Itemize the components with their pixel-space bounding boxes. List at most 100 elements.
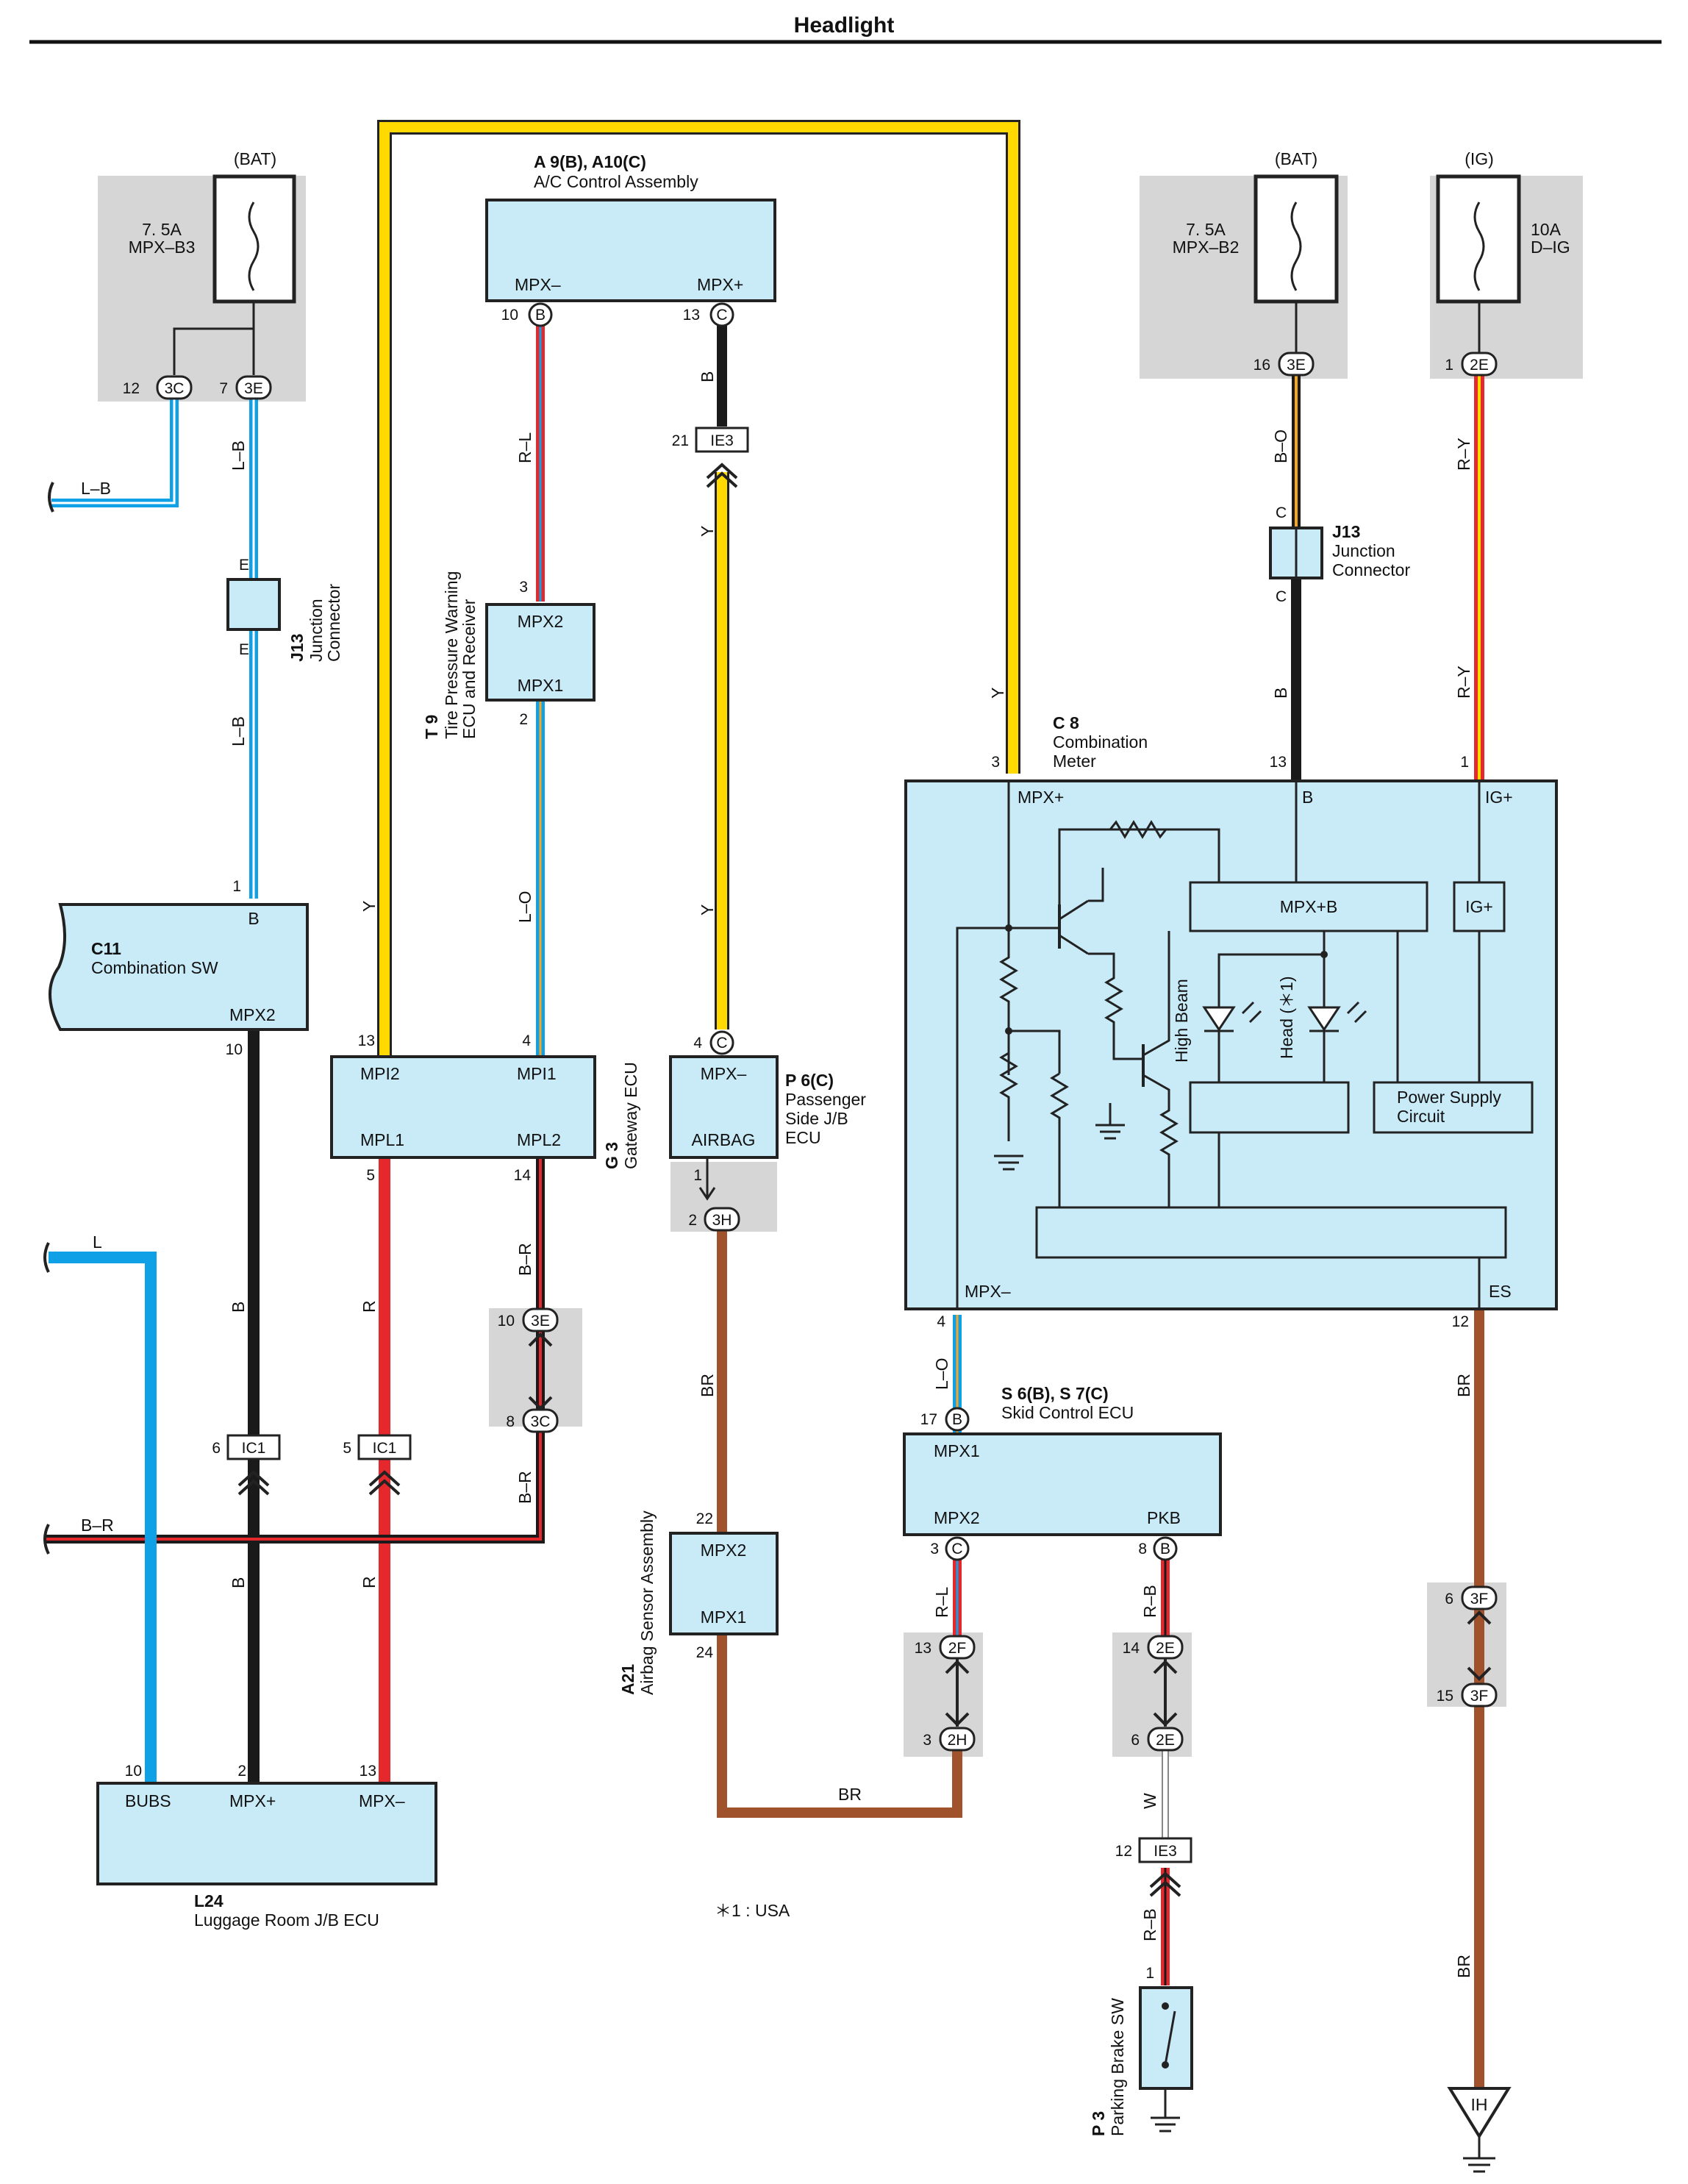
p6-name3: ECU bbox=[785, 1128, 821, 1147]
pin-6-ic1: 6 bbox=[212, 1440, 221, 1457]
c8-resistor-right bbox=[1159, 1103, 1179, 1207]
conn-3h bbox=[704, 1207, 740, 1232]
harness-mark-br bbox=[43, 1524, 50, 1555]
bat1-supply: (BAT) bbox=[234, 149, 276, 168]
fuse-bat1 bbox=[212, 174, 296, 304]
wire-label-b-j13: B bbox=[1271, 688, 1290, 699]
g3-pin-mpi2: MPI2 bbox=[360, 1064, 400, 1083]
pin-1-ig: 1 bbox=[1445, 357, 1453, 374]
pin-2-3h: 2 bbox=[688, 1212, 697, 1229]
bat1-name: MPX–B3 bbox=[129, 238, 196, 257]
wire-label-lo-tpw: L–O bbox=[515, 891, 534, 923]
pin-1-p3: 1 bbox=[1145, 1965, 1154, 1982]
j13-left-box bbox=[226, 578, 281, 631]
c8-bus-block bbox=[1035, 1206, 1507, 1259]
c8-psc-label2: Circuit bbox=[1397, 1107, 1445, 1126]
bat2-name: MPX–B2 bbox=[1173, 238, 1240, 257]
conn-2h-arrow bbox=[945, 1712, 970, 1727]
j13-left-pin-e-top: E bbox=[239, 557, 249, 574]
c11-name: Combination SW bbox=[91, 958, 218, 977]
wire-label-rl-ac: R–L bbox=[515, 432, 534, 463]
pin-10-3e: 10 bbox=[498, 1313, 515, 1330]
c8-mpx-minus-line bbox=[956, 927, 1009, 1309]
c11-box bbox=[49, 903, 309, 1031]
pin-10-ac: 10 bbox=[501, 307, 518, 324]
j13-left-name1: Junction bbox=[307, 599, 326, 662]
a21-box bbox=[669, 1532, 779, 1635]
p6-drop-arrow bbox=[698, 1187, 716, 1201]
conn-3f-upper-arrow bbox=[1467, 1610, 1492, 1625]
p6-pin-c-circle bbox=[709, 1030, 734, 1055]
j13-right-pin-c-top: C bbox=[1276, 504, 1287, 521]
pin-12-ie3: 12 bbox=[1115, 1843, 1132, 1860]
pin-1-c8: 1 bbox=[1460, 754, 1469, 771]
pin-3-tpw: 3 bbox=[519, 579, 528, 596]
pin-6-2e: 6 bbox=[1131, 1732, 1140, 1749]
fuse-bat1-split bbox=[173, 301, 255, 375]
ac-code: A 9(B), A10(C) bbox=[534, 152, 646, 171]
tpw-name2: ECU and Receiver bbox=[459, 599, 479, 739]
wire-label-brn-2: BR bbox=[838, 1785, 862, 1804]
c8-head-ray2 bbox=[1353, 1010, 1367, 1024]
conn-2h bbox=[939, 1727, 976, 1752]
pin-13-g3: 13 bbox=[358, 1032, 375, 1049]
tpw-pin-mpx2: MPX2 bbox=[518, 612, 564, 631]
pin-10-l24: 10 bbox=[125, 1763, 142, 1780]
j13-left-name2: Connector bbox=[324, 584, 343, 662]
pin-4-g3: 4 bbox=[522, 1032, 531, 1049]
conn-3e-top-label: 3E bbox=[244, 380, 263, 397]
ground-ih-triangle bbox=[1447, 2087, 1512, 2139]
c8-high-beam-label: High Beam bbox=[1172, 979, 1191, 1063]
s6-pin-c-letter: C bbox=[951, 1541, 962, 1557]
conn-3e-br-label: 3E bbox=[531, 1313, 550, 1330]
pin-17: 17 bbox=[920, 1411, 937, 1428]
c8-power-supply-block bbox=[1373, 1081, 1534, 1134]
conn-3h-label: 3H bbox=[712, 1212, 732, 1229]
ie3-b-arrow1 bbox=[1149, 1871, 1181, 1888]
wire-label-lb-1: L–B bbox=[229, 440, 248, 471]
conn-3f-upper bbox=[1461, 1585, 1498, 1610]
conn-2e-upper-label: 2E bbox=[1156, 1640, 1175, 1657]
wire-label-ry-2: R–Y bbox=[1454, 665, 1473, 699]
g3-pin-mpl2: MPL2 bbox=[517, 1130, 561, 1149]
ac-pin-b-circle bbox=[528, 302, 553, 327]
p6-pin-mpx-minus: MPX– bbox=[701, 1064, 747, 1083]
wire-label-y-1: Y bbox=[698, 526, 717, 537]
c8-mpxb-label: MPX+B bbox=[1280, 897, 1338, 916]
wire-br-stripe bbox=[44, 1157, 542, 1541]
pin-5-ic1: 5 bbox=[343, 1440, 351, 1457]
wire-label-brn-1: BR bbox=[698, 1374, 717, 1397]
c8-head-led-icon bbox=[1307, 1006, 1341, 1032]
s6-box bbox=[903, 1432, 1222, 1536]
pin-16: 16 bbox=[1254, 357, 1270, 374]
wire-label-lo-c8: L–O bbox=[932, 1358, 951, 1390]
p6-pin-c-letter: C bbox=[716, 1035, 727, 1052]
p6-code: P 6(C) bbox=[785, 1071, 834, 1090]
wire-label-rl-s6: R–L bbox=[932, 1587, 951, 1618]
c8-resistor-left-link bbox=[1009, 1029, 1061, 1074]
j13-right-name2: Connector bbox=[1332, 560, 1410, 579]
g3-pin-mpl1: MPL1 bbox=[360, 1130, 404, 1149]
conn-2e-lower-label: 2E bbox=[1156, 1732, 1175, 1749]
wire-label-brn-3: BR bbox=[1454, 1374, 1473, 1397]
s6-pin-b-letter: B bbox=[952, 1411, 962, 1428]
wire-y-main bbox=[379, 122, 1018, 1057]
ic1-b-arrow1 bbox=[368, 1470, 401, 1487]
wire-label-b-ac: B bbox=[698, 371, 717, 382]
conn-3e-bat2 bbox=[1278, 351, 1315, 377]
ac-box bbox=[485, 199, 776, 302]
c8-code: C 8 bbox=[1053, 713, 1079, 732]
pin-7: 7 bbox=[219, 380, 228, 397]
conn-ic1-b bbox=[357, 1434, 412, 1460]
c8-head-ray1 bbox=[1346, 1001, 1360, 1015]
wire-label-r-1: R bbox=[360, 1300, 379, 1313]
pin-13-l24: 13 bbox=[360, 1763, 376, 1780]
j13-right-code: J13 bbox=[1332, 522, 1360, 541]
conn-2e-lower bbox=[1147, 1727, 1184, 1752]
fuse-ig bbox=[1436, 174, 1521, 304]
ig-rating: 10A bbox=[1531, 220, 1562, 239]
s6-pin-c-circle bbox=[945, 1536, 970, 1561]
wire-label-r-2: R bbox=[360, 1576, 379, 1588]
ic1-a-arrow2 bbox=[237, 1479, 270, 1496]
